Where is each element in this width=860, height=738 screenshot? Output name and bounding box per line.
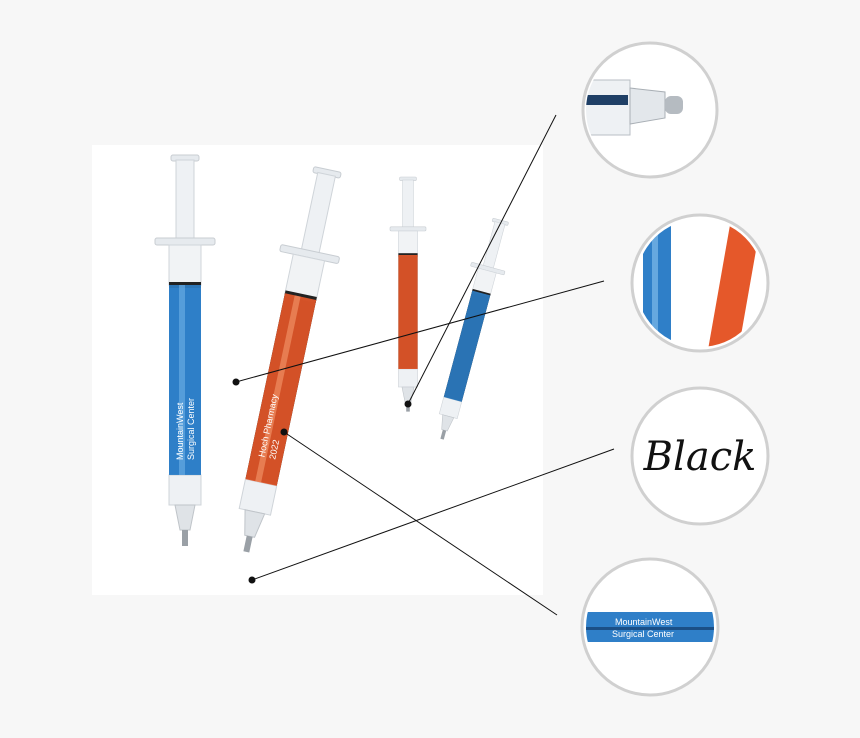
orange-pen-small xyxy=(389,176,427,412)
orange-pen-large: Hoch Pharmacy 2022 xyxy=(216,162,358,559)
ink-color-label: Black xyxy=(643,434,757,480)
blue-pen-large: MountainWest Surgical Center xyxy=(154,154,216,547)
callout-ink-color: Black xyxy=(630,386,770,526)
callout-tip-detail xyxy=(581,41,719,179)
callout-barrel-colors xyxy=(630,213,770,353)
blue-pen-imprint: MountainWest Surgical Center xyxy=(175,398,196,460)
callout-lines xyxy=(235,114,615,616)
blue-pen-small xyxy=(424,215,518,444)
svg-text:MountainWest: MountainWest xyxy=(615,617,673,627)
svg-text:Surgical Center: Surgical Center xyxy=(612,629,674,639)
callout-imprint-detail: MountainWest Surgical Center xyxy=(580,557,720,697)
